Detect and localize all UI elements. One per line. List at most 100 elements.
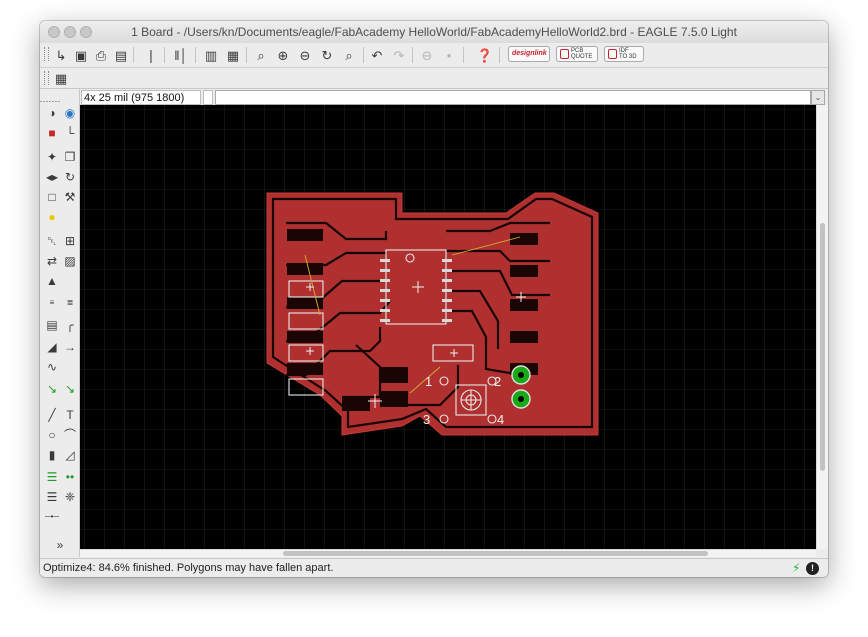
status-bar: Optimize4: 84.6% finished. Polygons may … [40,558,828,577]
vertical-scrollbar[interactable] [816,105,828,549]
command-history-dropdown[interactable]: ⌄ [811,90,825,105]
status-message: Optimize4: 84.6% finished. Polygons may … [43,562,334,574]
switch-to-schematic-icon[interactable]: ❘ [145,47,157,63]
open-icon[interactable]: ↳ [55,47,67,63]
group-icon[interactable]: □ [48,190,56,204]
toolbar-divider [195,47,196,63]
coordinate-display: 4x 25 mil (975 1800) [81,90,201,105]
window-title: 1 Board - /Users/kn/Documents/eagle/FabA… [131,25,737,39]
layer-settings-icon[interactable]: ‖│ [174,47,188,63]
change-icon[interactable]: ⚒ [64,190,76,204]
minimize-window-button[interactable] [64,26,76,38]
move-icon[interactable]: ✦ [46,150,58,164]
print-icon[interactable]: ⎙ [95,47,107,63]
toolbar-divider [246,47,247,63]
grid-icon[interactable]: ▦ [54,70,68,86]
name-icon[interactable]: ▲ [46,274,58,288]
design-link-button[interactable]: designlink [508,46,550,62]
toolbar-divider [499,47,500,63]
toolbar-divider [412,47,413,63]
toolbar-divider [463,47,464,63]
toolbar-divider [133,47,134,63]
pin-label: 1 [425,374,432,389]
route-icon[interactable]: → [64,340,76,354]
stop-info-icon[interactable]: ! [806,562,819,575]
undo-icon[interactable]: ↶ [371,47,383,63]
zoom-out-icon[interactable]: ⊖ [299,47,311,63]
zoom-select-icon[interactable]: ⌕ [345,47,353,63]
paste-icon[interactable]: ● [48,210,56,224]
zoom-in-icon[interactable]: ⊕ [277,47,289,63]
horizontal-scroll-thumb[interactable] [283,551,708,556]
split-icon[interactable]: ▤ [46,318,58,332]
eagle-window: 1 Board - /Users/kn/Documents/eagle/FabA… [40,21,828,577]
signal-icon[interactable]: ◿ [65,448,75,462]
ulp-icon[interactable]: ▥ [204,47,218,63]
script-icon[interactable]: ▦ [226,47,240,63]
rect-icon[interactable]: ○ [48,428,56,442]
horizontal-scrollbar[interactable] [80,549,816,557]
info-icon[interactable]: ◑ [48,106,56,120]
palette-grip[interactable]: ······· [40,95,61,106]
smash-icon[interactable]: ≣ [66,298,74,307]
zoom-to-fit-icon[interactable]: ⌕ [257,47,265,63]
vertical-scroll-thumb[interactable] [820,223,825,471]
parameter-bar: 4x 25 mil (975 1800) ⌄ [80,89,828,109]
cam-processor-icon[interactable]: ▤ [114,47,128,63]
autorouter-icon[interactable]: ☰ [46,490,58,504]
circle-icon[interactable]: ╱ [48,408,56,422]
title-bar: 1 Board - /Users/kn/Documents/eagle/FabA… [40,21,828,44]
delete-icon[interactable]: ␡ [47,234,57,248]
ripup-icon[interactable]: ∿ [46,360,58,374]
parameter-combo[interactable] [203,90,213,105]
pad-cutouts [287,229,538,411]
tool-palette: ······· ◑ ◉ ■ └ ✦ ❐ ◂▸ ↻ □ ⚒ ● ␡ ⊞ ⇄ ▨ ▲… [40,89,80,557]
arc-icon[interactable]: T [66,408,74,422]
toolbar-grip[interactable] [44,71,49,85]
replace-icon[interactable]: ⇄ [46,254,58,268]
board-canvas[interactable]: 1 2 3 4 [80,105,816,549]
idf-icon [608,49,617,59]
design-link-label: designlink [512,50,547,57]
via-icon[interactable]: ▮ [48,448,56,462]
secondary-toolbar: ▦ [40,68,828,89]
toolbar-grip[interactable] [44,47,49,61]
airwires [304,236,521,394]
rotate-icon[interactable]: ↻ [64,170,76,184]
help-icon[interactable]: ❓ [476,47,494,63]
wire-icon[interactable]: ↘ [46,382,58,396]
add-icon[interactable]: ⊞ [64,234,76,248]
main-toolbar: ↳ ▣ ⎙ ▤ ❘ ‖│ ▥ ▦ ⌕ ⊕ ⊖ ↻ ⌕ ↶ ↷ ⊖ • ❓ des… [40,43,828,68]
redraw-icon[interactable]: ↻ [321,47,333,63]
value-icon[interactable]: ≡ [49,298,55,307]
mark-icon[interactable]: └ [65,126,75,140]
zoom-window-button[interactable] [80,26,92,38]
more-tools-icon[interactable]: » [56,538,64,552]
errors-icon[interactable]: ─•─ [44,512,60,521]
drc-icon[interactable]: ❈ [64,490,76,504]
go-icon[interactable]: • [446,47,452,63]
polygon-icon[interactable]: ⌒ [63,428,76,442]
copy-icon[interactable]: ❐ [64,150,76,164]
show-icon[interactable]: ◉ [64,106,76,120]
command-line-input[interactable] [215,90,811,105]
miter-icon[interactable]: ╭ [66,318,74,332]
origin-marks [306,281,526,408]
lock-icon[interactable]: ▨ [64,254,76,268]
hole-icon[interactable]: ☰ [46,470,58,484]
ratsnest-icon[interactable]: •• [65,470,75,484]
display-layers-icon[interactable]: ■ [48,126,56,140]
close-window-button[interactable] [48,26,60,38]
redo-icon[interactable]: ↷ [393,47,405,63]
lightning-icon[interactable]: ⚡ [792,561,801,575]
pin-label: 3 [423,412,430,427]
stop-icon[interactable]: ⊖ [421,47,433,63]
optimize-icon[interactable]: ◢ [47,340,57,354]
mirror-icon[interactable]: ◂▸ [45,170,59,184]
text-icon[interactable]: ↘ [64,382,76,396]
save-icon[interactable]: ▣ [74,47,88,63]
